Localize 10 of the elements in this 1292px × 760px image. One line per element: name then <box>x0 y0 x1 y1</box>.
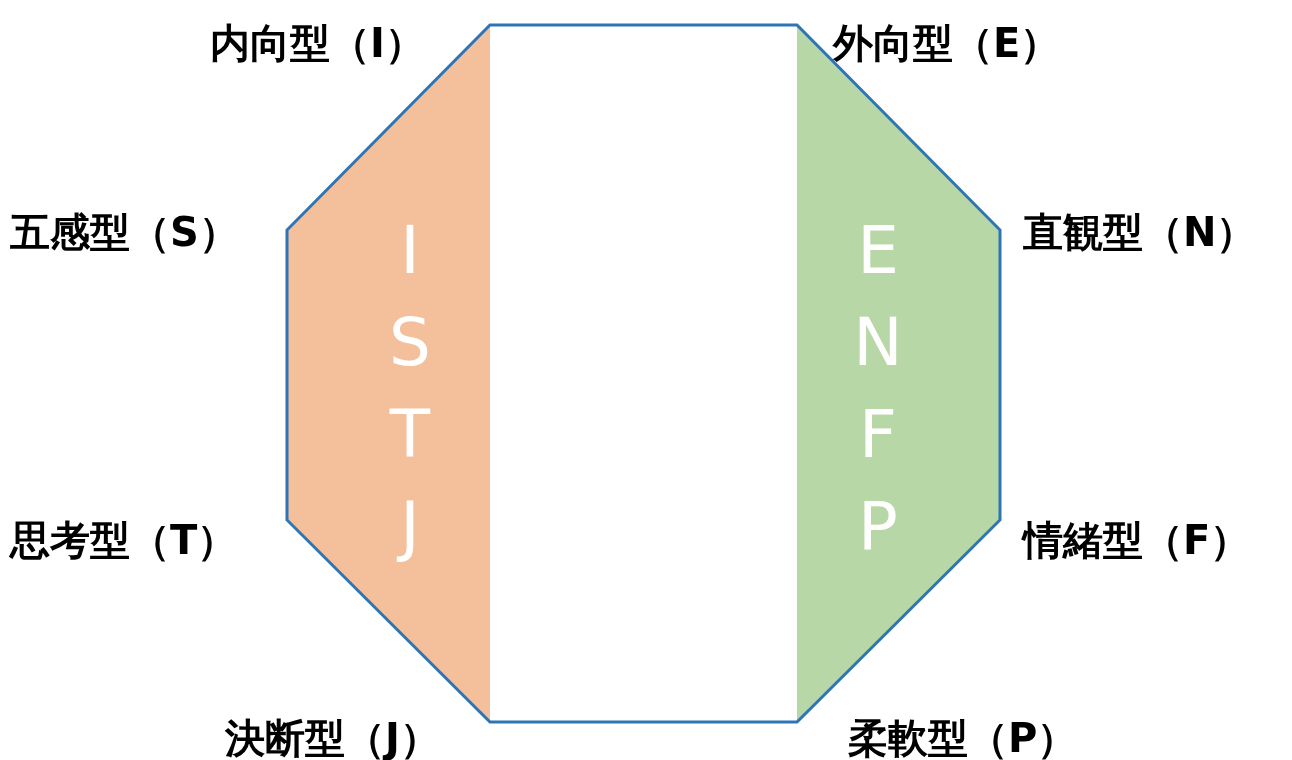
type-letters: I S T J <box>388 211 432 567</box>
type-label: 五感型（S） <box>10 208 239 256</box>
type-label: 情緒型（F） <box>1023 516 1251 564</box>
type-label: 思考型（T） <box>10 516 238 564</box>
type-label: 決断型（J） <box>225 714 440 760</box>
type-label: 直観型（N） <box>1023 208 1257 256</box>
type-label: 外向型（E） <box>833 19 1061 67</box>
type-letters: E N F P <box>852 211 904 567</box>
type-label: 柔軟型（P） <box>848 714 1078 760</box>
type-label: 内向型（I） <box>210 19 425 67</box>
